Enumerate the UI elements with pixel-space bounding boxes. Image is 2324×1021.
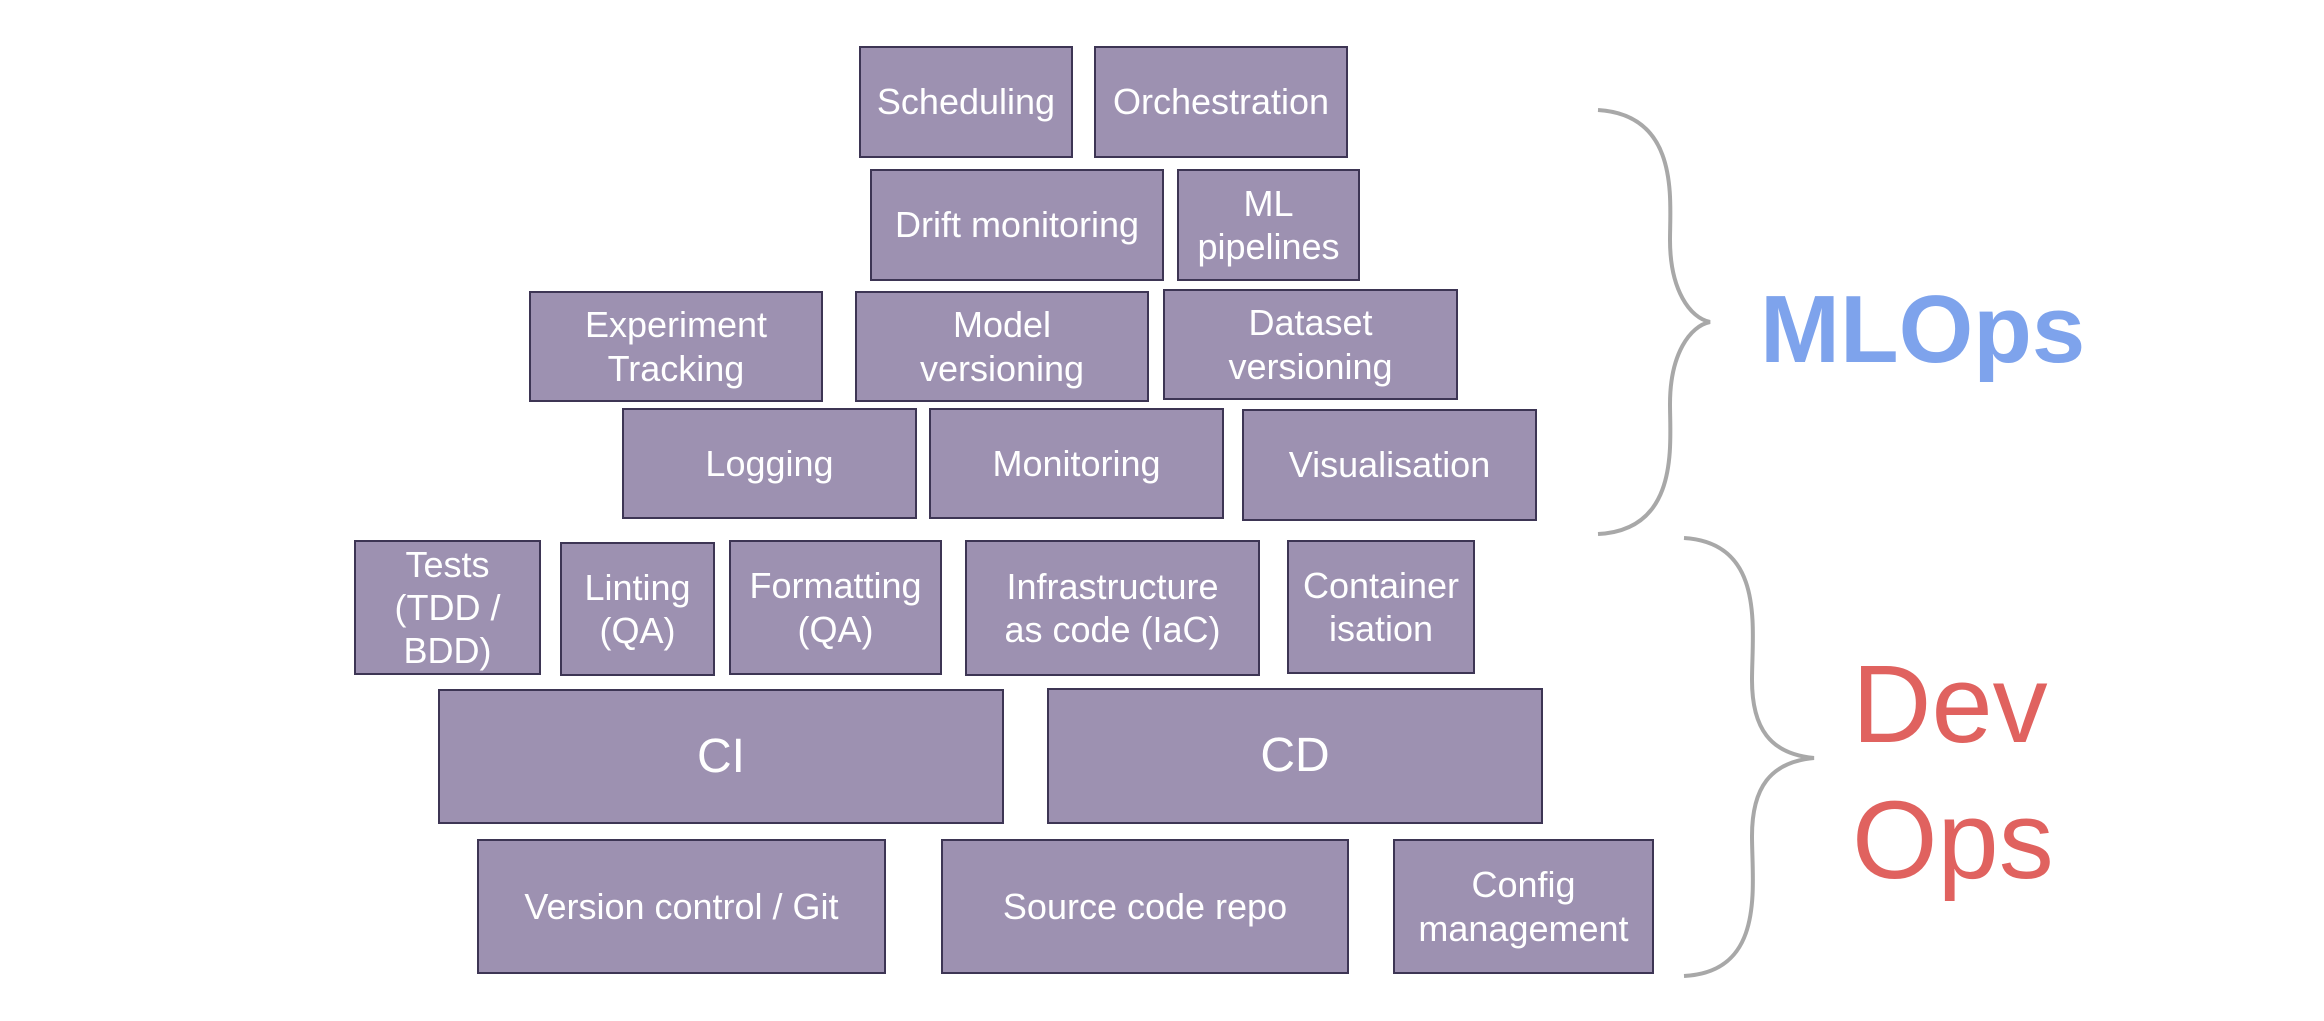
box-label: Linting (QA) bbox=[584, 566, 691, 651]
box-config-management: Config management bbox=[1393, 839, 1654, 974]
box-infrastructure-as-code: Infrastructure as code (IaC) bbox=[965, 540, 1260, 676]
box-formatting: Formatting (QA) bbox=[729, 540, 942, 675]
box-drift-monitoring: Drift monitoring bbox=[870, 169, 1164, 281]
box-version-control-git: Version control / Git bbox=[477, 839, 886, 974]
box-orchestration: Orchestration bbox=[1094, 46, 1348, 158]
box-label: Formatting (QA) bbox=[749, 565, 922, 650]
box-label: Config management bbox=[1418, 864, 1629, 949]
box-label: Orchestration bbox=[1112, 81, 1330, 123]
box-ci: CI bbox=[438, 689, 1004, 824]
box-label: Source code repo bbox=[1002, 885, 1288, 927]
devops-label: Dev Ops bbox=[1852, 643, 2054, 903]
box-label: Infrastructure as code (IaC) bbox=[1004, 565, 1221, 650]
box-label: Dataset versioning bbox=[1228, 302, 1393, 387]
box-label: Model versioning bbox=[919, 304, 1085, 389]
box-label: Experiment Tracking bbox=[584, 304, 768, 389]
box-visualisation: Visualisation bbox=[1242, 409, 1537, 521]
box-label: Container isation bbox=[1302, 564, 1460, 649]
box-label: ML pipelines bbox=[1197, 182, 1340, 267]
box-label: Version control / Git bbox=[524, 885, 839, 927]
box-tests: Tests (TDD / BDD) bbox=[354, 540, 541, 675]
box-scheduling: Scheduling bbox=[859, 46, 1073, 158]
box-linting: Linting (QA) bbox=[560, 542, 715, 676]
box-label: CD bbox=[1260, 729, 1330, 783]
box-dataset-versioning: Dataset versioning bbox=[1163, 289, 1458, 400]
box-cd: CD bbox=[1047, 688, 1543, 824]
box-label: Scheduling bbox=[876, 81, 1056, 123]
box-experiment-tracking: Experiment Tracking bbox=[529, 291, 823, 402]
box-model-versioning: Model versioning bbox=[855, 291, 1149, 402]
mlops-label: MLOps bbox=[1760, 276, 2086, 383]
curly-brace-devops bbox=[1683, 536, 1815, 978]
box-source-code-repo: Source code repo bbox=[941, 839, 1349, 974]
box-monitoring: Monitoring bbox=[929, 408, 1224, 519]
box-label: CI bbox=[697, 729, 745, 783]
box-label: Drift monitoring bbox=[894, 204, 1140, 246]
box-ml-pipelines: ML pipelines bbox=[1177, 169, 1360, 281]
box-label: Monitoring bbox=[992, 442, 1161, 484]
box-containerisation: Container isation bbox=[1287, 540, 1475, 674]
box-label: Visualisation bbox=[1288, 444, 1491, 486]
box-label: Tests (TDD / BDD) bbox=[394, 543, 501, 672]
box-logging: Logging bbox=[622, 408, 917, 519]
box-label: Logging bbox=[705, 442, 834, 484]
